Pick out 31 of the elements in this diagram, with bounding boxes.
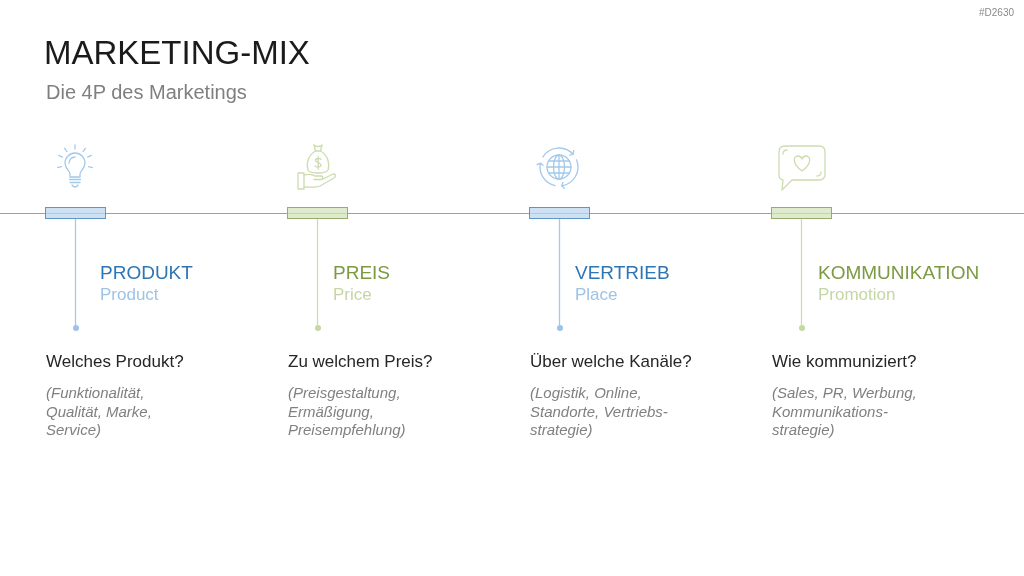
connector-line <box>316 218 319 326</box>
detail-text: (Funktionalität, Qualität, Marke, Service) <box>46 384 153 440</box>
detail-text: (Logistik, Online, Standorte, Vertriebs- strategie) <box>530 384 669 440</box>
detail-text: (Preisgestaltung, Ermäßigung, Preisempfehlung) <box>288 384 407 440</box>
category-heading: KOMMUNIKATION <box>818 262 980 285</box>
question-text: Welches Produkt? <box>46 352 184 373</box>
title: MARKETING-MIX <box>44 33 310 73</box>
category-subheading: Place <box>575 285 618 306</box>
timeline-marker <box>529 207 590 219</box>
end-dot <box>798 325 805 331</box>
category-subheading: Product <box>100 285 159 306</box>
connector-line <box>800 218 803 326</box>
end-dot <box>72 325 79 331</box>
detail-text: (Sales, PR, Werbung, Kommunikations- strategie) <box>772 384 918 440</box>
end-dot <box>314 325 321 331</box>
category-subheading: Price <box>333 285 372 306</box>
connector-line <box>74 218 77 326</box>
category-heading: VERTRIEB <box>575 262 670 285</box>
question-text: Wie kommuniziert? <box>772 352 917 373</box>
timeline-marker <box>287 207 348 219</box>
timeline-marker <box>45 207 106 219</box>
timeline-marker <box>771 207 832 219</box>
category-heading: PRODUKT <box>100 262 193 285</box>
category-heading: PREIS <box>333 262 391 285</box>
question-text: Zu welchem Preis? <box>288 352 433 373</box>
document-code: #D2630 <box>979 7 1015 19</box>
question-text: Über welche Kanäle? <box>530 352 692 373</box>
subtitle: Die 4P des Marketings <box>46 80 247 104</box>
end-dot <box>556 325 563 331</box>
connector-line <box>558 218 561 326</box>
category-subheading: Promotion <box>818 285 896 306</box>
